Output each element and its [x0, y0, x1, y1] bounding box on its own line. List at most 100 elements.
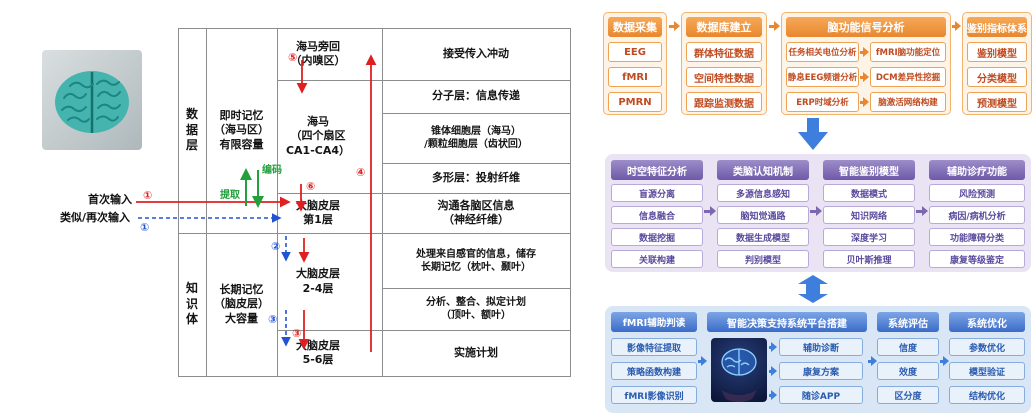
flow-item: 鉴别模型: [967, 42, 1027, 62]
arrow-right-icon: [669, 21, 680, 31]
memory-cell-instant: 即时记忆 （海马区） 有限容量: [214, 109, 269, 151]
flow-group-spatiotemporal: 时空特征分析 盲源分离 信息融合 数据挖掘 关联构建: [611, 160, 703, 268]
step-badge-3-red: ③: [292, 327, 302, 340]
input-label-repeat: 类似/再次输入: [60, 211, 131, 224]
arrow-right-icon: [868, 356, 877, 366]
encode-label: 编码: [262, 165, 282, 176]
function-cell: 锥体细胞层（海马） /颗粒细胞层（齿状回）: [424, 126, 528, 150]
flow-item: 贝叶斯推理: [823, 250, 915, 268]
flow-item: 风险预测: [929, 184, 1025, 202]
flow-item: DCM差异性挖掘: [870, 67, 946, 87]
flow-group-discrimination-model: 智能鉴别模型 数据模式 知识网络 深度学习 贝叶斯推理: [823, 160, 915, 268]
arrow-right-icon: [769, 366, 777, 376]
grid-line: [570, 28, 571, 376]
arrow-right-icon: [860, 72, 869, 82]
step-badge-2: ②: [271, 240, 281, 253]
arrow-right-icon: [698, 356, 707, 366]
group-header: 系统优化: [949, 312, 1025, 332]
flow-group-index-system: 鉴别指标体系 鉴别模型 分类模型 预测模型: [962, 12, 1032, 115]
step-badge-1-red: ①: [143, 189, 153, 202]
group-header: 类脑认知机制: [717, 160, 809, 180]
brain-icon: [55, 71, 129, 133]
group-header: 数据采集: [608, 17, 662, 37]
step-badge-3-blue: ③: [268, 313, 278, 326]
grid-line: [178, 28, 571, 29]
arrow-right-icon: [860, 97, 869, 107]
grid-line: [277, 80, 571, 81]
flow-item: PMRN: [608, 92, 662, 112]
step-badge-1-blue: ①: [140, 221, 150, 234]
brain-photo: [42, 50, 142, 150]
flow-item: fMRI影像识别: [611, 386, 697, 404]
arrow-right-icon: [940, 356, 949, 366]
flow-item: 盲源分离: [611, 184, 703, 202]
function-cell: 分析、整合、拟定计划 （顶叶、额叶）: [426, 297, 526, 321]
flow-group-signal-analysis: 脑功能信号分析 任务相关电位分析 fMRI脑功能定位 静息EEG频谱分析 DCM…: [781, 12, 951, 115]
region-cell-cortex-l1: 大脑皮层 第1层: [296, 198, 340, 226]
flow-item: 静息EEG频谱分析: [786, 67, 859, 87]
arrow-right-icon: [769, 21, 780, 31]
arrow-right-icon: [769, 342, 777, 352]
layer-cell-knowledge: 知 识 体: [185, 281, 198, 327]
flow-item: 数据生成模型: [717, 228, 809, 246]
arrow-right-icon: [810, 206, 822, 216]
function-cell: 沟通各脑区信息 （神经纤维）: [437, 198, 515, 226]
step-badge-6: ⑥: [306, 180, 316, 193]
flow-item: 辅助诊断: [779, 338, 863, 356]
step-badge-4: ④: [356, 166, 366, 179]
flow-item: 随诊APP: [779, 386, 863, 404]
flow-group-database: 数据库建立 群体特征数据 空间特性数据 跟踪监测数据: [681, 12, 767, 115]
grid-line: [382, 163, 571, 164]
flow-item: 数据挖掘: [611, 228, 703, 246]
grid-line: [277, 193, 571, 194]
function-cell: 多形层：投射纤维: [432, 170, 520, 184]
region-cell-cortex-l56: 大脑皮层 5-6层: [296, 338, 340, 366]
arrow-right-icon: [916, 206, 928, 216]
flow-item: 功能障碍分类: [929, 228, 1025, 246]
grid-line: [178, 233, 571, 234]
flow-group-fmri-interpretation: fMRI辅助判读 影像特征提取 策略函数构建 fMRI影像识别: [611, 312, 697, 404]
flow-group-system-evaluation: 系统评估 信度 效度 区分度: [877, 312, 939, 404]
flow-item: 任务相关电位分析: [786, 42, 859, 62]
flow-item: fMRI脑功能定位: [870, 42, 946, 62]
arrow-right-icon: [952, 21, 961, 31]
flow-item: 结构优化: [949, 386, 1025, 404]
group-header: 智能决策支持系统平台搭建: [707, 312, 867, 332]
memory-cell-longterm: 长期记忆 （脑皮层） 大容量: [214, 283, 269, 325]
flow-item: 预测模型: [967, 92, 1027, 112]
flow-item: 群体特征数据: [686, 42, 762, 62]
flow-item: 深度学习: [823, 228, 915, 246]
flow-item: ERP时域分析: [786, 92, 859, 112]
group-header: 脑功能信号分析: [786, 17, 946, 37]
group-header: 鉴别指标体系: [967, 17, 1027, 37]
flow-item: 参数优化: [949, 338, 1025, 356]
group-header: 数据库建立: [686, 17, 762, 37]
retrieve-label: 提取: [220, 190, 240, 201]
flow-item: fMRI: [608, 67, 662, 87]
function-cell: 接受传入冲动: [443, 46, 509, 60]
flow-item: 知识网络: [823, 206, 915, 224]
flow-item: 空间特性数据: [686, 67, 762, 87]
digital-brain-icon: [721, 348, 757, 402]
flow-item: 脑知觉通路: [717, 206, 809, 224]
flow-item: 影像特征提取: [611, 338, 697, 356]
flow-item: EEG: [608, 42, 662, 62]
function-cell: 实施计划: [454, 345, 498, 359]
flow-item: 判别模型: [717, 250, 809, 268]
flow-item: 跟踪监测数据: [686, 92, 762, 112]
flow-item: 效度: [877, 362, 939, 380]
group-header: 时空特征分析: [611, 160, 703, 180]
group-header: fMRI辅助判读: [611, 312, 697, 332]
flow-item: 信度: [877, 338, 939, 356]
flow-item: 区分度: [877, 386, 939, 404]
function-cell: 处理来自感官的信息，储存 长期记忆（枕叶、颞叶）: [416, 248, 536, 273]
grid-line: [178, 376, 571, 377]
region-cell-cortex-l24: 大脑皮层 2-4层: [296, 267, 340, 295]
flow-item: 康复方案: [779, 362, 863, 380]
arrow-right-icon: [860, 47, 869, 57]
flow-item: 多源信息感知: [717, 184, 809, 202]
flow-group-decision-platform: 智能决策支持系统平台搭建 辅助诊断 康复方案 随诊APP: [707, 312, 867, 404]
flow-group-cognitive-mechanism: 类脑认知机制 多源信息感知 脑知觉通路 数据生成模型 判别模型: [717, 160, 809, 268]
step-badge-5: ⑤: [288, 51, 298, 64]
arrow-down-icon: [798, 118, 828, 150]
